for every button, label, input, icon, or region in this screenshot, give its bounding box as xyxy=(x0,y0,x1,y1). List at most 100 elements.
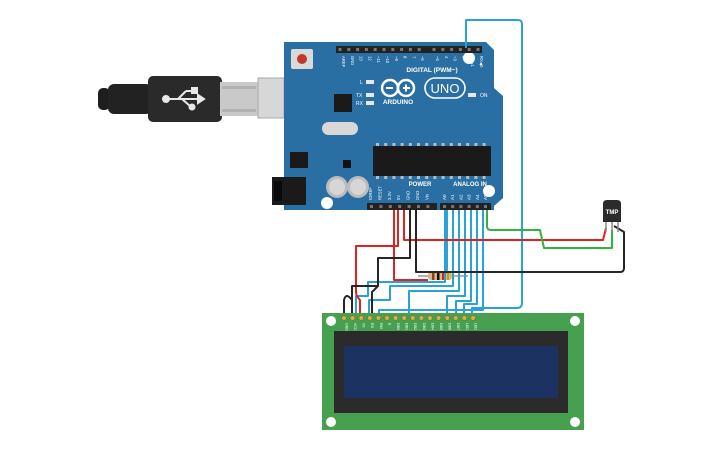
usb-cable[interactable] xyxy=(98,76,285,122)
wire-red-lcd-vcc[interactable] xyxy=(355,291,361,320)
crystal-oscillator xyxy=(322,122,358,135)
lcd-pin[interactable] xyxy=(358,315,364,321)
lcd-pin-label: LED xyxy=(473,323,477,330)
sensor-label: TMP xyxy=(606,210,619,216)
l-led-label: L xyxy=(360,80,363,86)
lcd-pin[interactable] xyxy=(375,315,382,321)
power-header-label: POWER xyxy=(409,182,432,188)
digital-pin-label: ~11 xyxy=(376,56,381,63)
usb-plug-tip xyxy=(98,88,110,110)
digital-pin-label: AREF xyxy=(341,56,346,68)
lcd-pin-label: DB5 xyxy=(439,323,443,330)
dc-power-jack[interactable] xyxy=(272,177,306,205)
lcd-pin[interactable] xyxy=(461,315,468,321)
lcd-pin-label: E xyxy=(387,323,391,326)
usb-strain-relief xyxy=(108,84,152,114)
wire-red-lcd[interactable] xyxy=(355,210,399,292)
digital-pin-label: TX▶1 xyxy=(470,56,475,68)
wire-red-resistor[interactable] xyxy=(393,210,428,281)
power-pin-label: IOREF xyxy=(368,187,373,200)
analog-header-label: ANALOG IN xyxy=(453,182,487,188)
lcd-pin[interactable] xyxy=(410,315,416,321)
wire-black-lcd-2[interactable] xyxy=(343,295,353,320)
status-leds: L TX RX ON xyxy=(356,80,488,107)
analog-pin-label: A0 xyxy=(442,194,447,200)
lcd-pin-label: GND xyxy=(344,323,348,331)
digital-pin-label: 8 xyxy=(403,56,408,59)
power-pin-label: RESET xyxy=(377,186,382,200)
digital-pin-label: 13 xyxy=(359,56,364,61)
usb-interface-chip xyxy=(334,94,352,112)
lcd-pin[interactable] xyxy=(367,315,373,321)
wire-blue-8[interactable] xyxy=(355,210,446,320)
lcd-pin[interactable] xyxy=(427,315,433,321)
digital-pin-label: 12 xyxy=(367,56,372,61)
lcd-pin[interactable] xyxy=(384,315,390,321)
analog-pin-label: A5 xyxy=(483,194,488,200)
power-pin-label: GND xyxy=(415,191,420,200)
analog-pin-label: A3 xyxy=(467,194,472,200)
lcd-screen xyxy=(344,346,558,398)
on-led-label: ON xyxy=(480,93,488,99)
wire-red-5v[interactable] xyxy=(403,210,607,241)
digital-pin-label: ~10 xyxy=(385,56,390,64)
power-header xyxy=(367,203,437,210)
lcd-pin[interactable] xyxy=(453,315,459,321)
analog-pin-label: A1 xyxy=(450,194,455,200)
reset-button[interactable] xyxy=(291,49,313,69)
usb-port xyxy=(257,77,285,119)
lcd-pin[interactable] xyxy=(401,315,407,321)
analog-pin-label: A2 xyxy=(458,194,463,200)
arduino-model-text: UNO xyxy=(431,81,460,96)
arduino-brand-text: ARDUINO xyxy=(383,99,413,106)
lcd-pin[interactable] xyxy=(341,315,347,321)
lcd-pin-label: LED xyxy=(465,323,469,330)
digital-pin-label: 2 xyxy=(461,56,466,59)
resistor[interactable] xyxy=(418,272,468,280)
digital-pin-label: 7 xyxy=(411,56,416,59)
lcd-pin[interactable] xyxy=(444,315,450,321)
power-pin-label: Vin xyxy=(424,193,429,200)
digital-pin-label: 4 xyxy=(444,56,449,59)
analog-header xyxy=(440,203,491,210)
lcd-pin[interactable] xyxy=(393,315,399,321)
wire-green-sensor[interactable] xyxy=(486,210,613,249)
wire-black-gnd[interactable] xyxy=(415,210,625,273)
wire-blue-6[interactable] xyxy=(463,210,478,320)
lcd-pin-label: DB1 xyxy=(405,323,409,330)
lcd-pin-label: DB6 xyxy=(448,323,452,330)
wire-black-lcd[interactable] xyxy=(351,210,411,320)
wire-black-lcd-3[interactable] xyxy=(371,285,379,320)
lcd-pin[interactable] xyxy=(470,315,476,321)
digital-pin-label: ~6 xyxy=(420,56,425,61)
wire-blue-digital[interactable] xyxy=(465,19,523,320)
digital-pin-label: ~9 xyxy=(394,56,399,61)
wire-blue-4[interactable] xyxy=(446,210,466,320)
wire-blue-3[interactable] xyxy=(408,210,460,320)
capacitors xyxy=(326,176,369,198)
lcd-pin-label: DB2 xyxy=(413,323,417,330)
lcd-pin-label: RW xyxy=(379,323,383,330)
lcd-pin[interactable] xyxy=(436,315,442,321)
power-pin-label: 5V xyxy=(396,195,401,200)
lcd-pin[interactable] xyxy=(350,315,356,321)
tmp36-sensor[interactable]: TMP xyxy=(603,200,621,232)
lcd-pin-label: RS xyxy=(370,323,374,329)
wires xyxy=(343,19,625,320)
digital-pin-label: ~5 xyxy=(435,56,440,61)
lcd-pin[interactable] xyxy=(418,315,425,321)
arduino-logo: ARDUINO UNO xyxy=(380,77,466,106)
digital-header-label: DIGITAL (PWM~) xyxy=(406,67,457,74)
digital-pin-label: GND xyxy=(350,56,355,65)
lcd-pin-label: DB4 xyxy=(430,323,434,330)
tx-led-label: TX xyxy=(356,93,363,99)
lcd-pin-label: VCC xyxy=(353,323,357,331)
wire-blue-2[interactable] xyxy=(368,210,454,320)
digital-pin-label: ~3 xyxy=(453,56,458,61)
voltage-regulator xyxy=(290,152,308,168)
lcd-pin-label: DB3 xyxy=(422,323,426,330)
